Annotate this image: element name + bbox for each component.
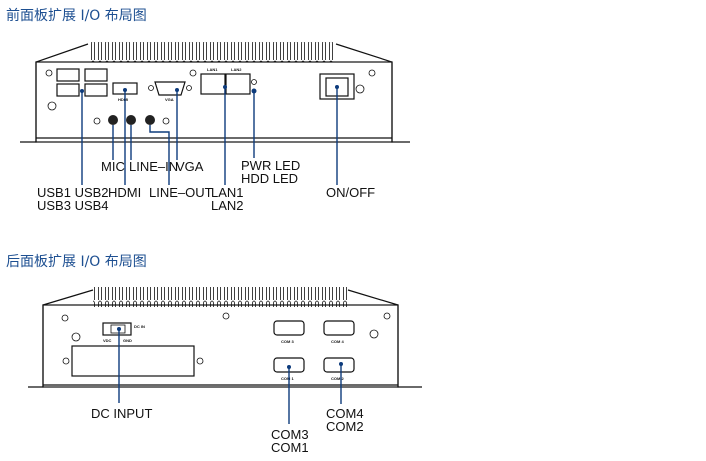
- svg-text:VDC: VDC: [103, 338, 112, 343]
- label-dc-input: DC INPUT: [91, 406, 152, 421]
- svg-text:LAN2: LAN2: [231, 67, 242, 72]
- vga-port: VGA: [148, 81, 192, 102]
- label-lan2: LAN2: [211, 198, 244, 213]
- svg-text:COM 1: COM 1: [281, 376, 294, 381]
- usb-ports: [56, 68, 108, 97]
- svg-text:COM 3: COM 3: [281, 339, 294, 344]
- svg-text:COM 4: COM 4: [331, 339, 344, 344]
- label-com4: COM4: [326, 406, 364, 421]
- label-on-off: ON/OFF: [326, 185, 375, 200]
- lan-ports: LAN1 LAN2: [200, 67, 257, 95]
- svg-text:LAN1: LAN1: [207, 67, 218, 72]
- label-com2: COM2: [326, 419, 364, 434]
- label-line-out: LINE–OUT: [149, 185, 213, 200]
- label-usb34: USB3 USB4: [37, 198, 109, 213]
- label-vga: VGA: [176, 159, 204, 174]
- front-chassis: [20, 42, 410, 143]
- label-com3: COM3: [271, 427, 309, 442]
- label-usb12: USB1 USB2: [37, 185, 109, 200]
- label-hdmi: HDMI: [108, 185, 141, 200]
- svg-text:DC IN: DC IN: [134, 324, 145, 329]
- label-com1: COM1: [271, 440, 309, 455]
- label-line-in: LINE–IN: [129, 159, 178, 174]
- front-panel-title: 前面板扩展 I/O 布局图: [6, 7, 147, 24]
- svg-text:GND: GND: [123, 338, 132, 343]
- rear-leader-lines: [117, 327, 343, 424]
- rear-panel-title: 后面板扩展 I/O 布局图: [6, 254, 147, 270]
- dc-input-connector: DC IN VDC GND: [102, 322, 145, 343]
- label-lan1: LAN1: [211, 185, 244, 200]
- label-pwr-led: PWR LED: [241, 158, 300, 173]
- label-mic: MIC: [101, 159, 125, 174]
- svg-text:COM 2: COM 2: [331, 376, 344, 381]
- rear-chassis: [28, 287, 422, 388]
- com-ports: COM 3 COM 4 COM 1 COM 2: [273, 320, 355, 381]
- label-hdd-led: HDD LED: [241, 171, 298, 186]
- svg-text:HDMI: HDMI: [118, 97, 128, 102]
- front-leader-lines: [80, 85, 339, 185]
- svg-text:VGA: VGA: [165, 97, 174, 102]
- audio-jacks: [93, 115, 170, 125]
